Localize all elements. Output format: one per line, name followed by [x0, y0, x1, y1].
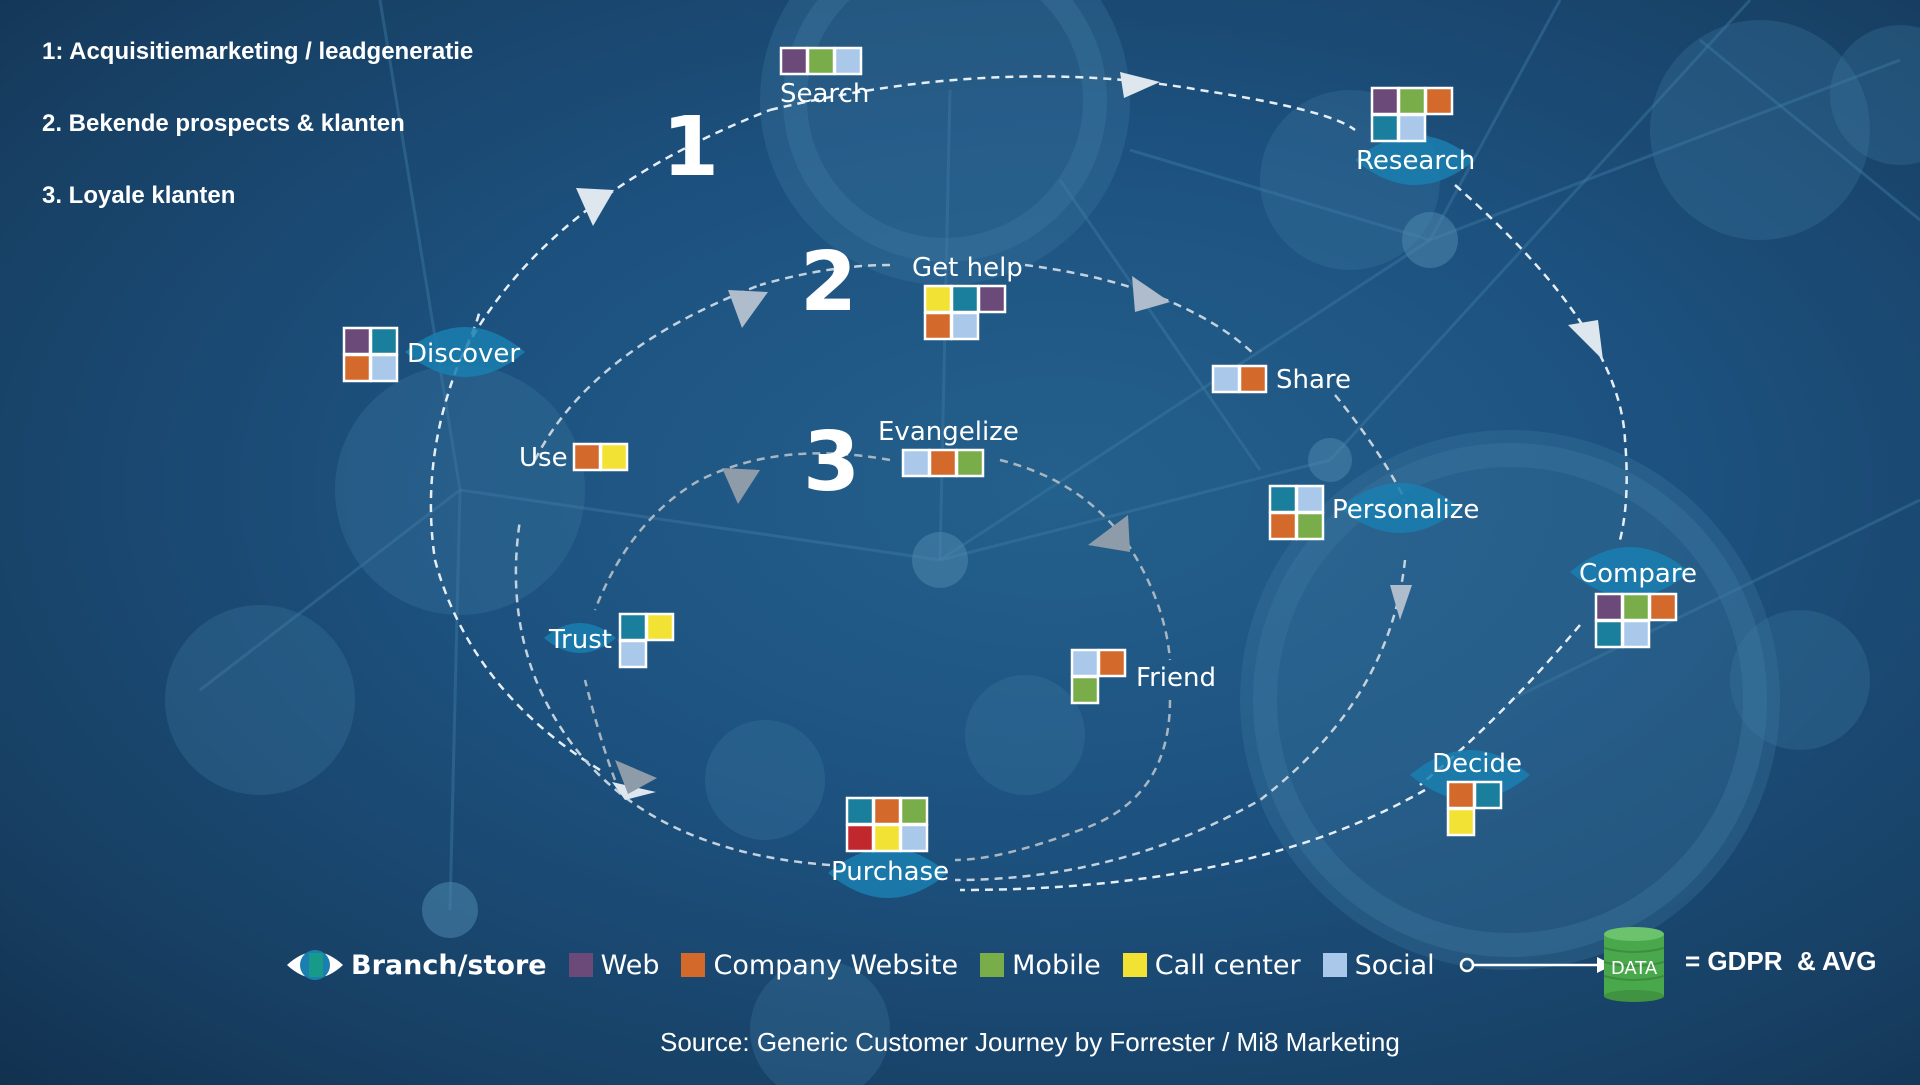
touchpoint-trust: Trust — [548, 625, 612, 655]
channel-legend: Branch/store Web Company Website Mobile … — [285, 940, 1619, 990]
evangelize-channel-tiles — [901, 448, 985, 478]
touchpoint-compare: Compare — [1579, 559, 1697, 589]
touchpoint-discover: Discover — [407, 339, 520, 369]
touchpoint-evangelize: Evangelize — [878, 417, 1019, 447]
touchpoint-decide: Decide — [1432, 749, 1522, 779]
touchpoint-use: Use — [519, 443, 568, 473]
touchpoint-get-help: Get help — [912, 253, 1023, 283]
loop-3-number: 3 — [803, 415, 860, 510]
purchase-channel-tiles — [845, 796, 929, 853]
loop-2-number: 2 — [800, 235, 857, 330]
touchpoint-search: Search — [780, 79, 869, 109]
loop-3-path — [583, 452, 1172, 862]
legend-company-website-swatch — [681, 953, 706, 977]
loop-2-description: 2. Bekende prospects & klanten — [42, 110, 405, 137]
touchpoint-personalize: Personalize — [1332, 495, 1479, 525]
gdpr-label: = GDPR & AVG — [1685, 946, 1877, 976]
use-channel-tiles — [572, 442, 629, 472]
loop-3-arrows — [615, 468, 1130, 794]
trust-channel-tiles — [618, 612, 675, 669]
share-channel-tiles — [1211, 364, 1268, 394]
touchpoint-friend: Friend — [1136, 663, 1216, 693]
legend-mobile: Mobile — [1012, 949, 1101, 981]
touchpoint-purchase: Purchase — [831, 857, 949, 887]
data-flow-arrow-icon — [1459, 957, 1613, 973]
research-channel-tiles — [1370, 86, 1454, 143]
compare-channel-tiles — [1594, 592, 1678, 649]
legend-mobile-swatch — [980, 953, 1005, 977]
legend-branch-store: Branch/store — [351, 949, 547, 981]
get-help-channel-tiles — [923, 284, 1007, 341]
touchpoint-research: Research — [1356, 146, 1475, 176]
data-label: DATA — [1611, 958, 1658, 979]
loop-1-number: 1 — [662, 100, 719, 195]
data-database-icon: DATA — [1603, 927, 1665, 1002]
loop-1-arrows — [576, 72, 1603, 800]
legend-social: Social — [1354, 949, 1435, 981]
loop-2-arrows — [728, 276, 1412, 620]
friend-channel-tiles — [1070, 648, 1127, 705]
loop-3-description: 3. Loyale klanten — [42, 182, 236, 209]
legend-call-center-swatch — [1122, 953, 1147, 977]
legend-call-center: Call center — [1154, 949, 1301, 981]
decide-channel-tiles — [1446, 780, 1503, 837]
legend-company-website: Company Website — [713, 949, 959, 981]
personalize-channel-tiles — [1268, 484, 1325, 541]
source-caption: Source: Generic Customer Journey by Forr… — [660, 1027, 1400, 1057]
loop-1-description: 1: Acquisitiemarketing / leadgeneratie — [42, 38, 474, 65]
legend-social-swatch — [1322, 953, 1347, 977]
legend-web: Web — [600, 949, 660, 981]
branch-store-legend-icon — [287, 950, 343, 980]
loop-2-path — [514, 263, 1407, 882]
legend-web-swatch — [568, 953, 593, 977]
search-channel-tiles — [779, 46, 863, 76]
touchpoint-share: Share — [1276, 365, 1351, 395]
discover-channel-tiles — [342, 326, 399, 383]
